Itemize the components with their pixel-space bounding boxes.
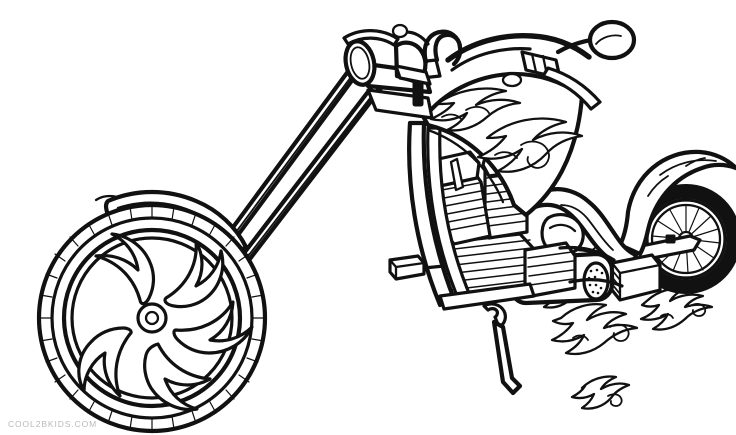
front-rim-inner [70,236,234,400]
kickstand [482,302,523,396]
battery-box [610,253,662,302]
frame-bottom-rail [438,282,536,311]
tank-flames [429,87,584,173]
tank-cap [501,72,523,88]
frame [407,120,624,311]
brake-lever [541,66,602,111]
front-wheel [36,202,268,434]
mirror-left [391,23,409,39]
rear-fender [617,149,736,257]
headlight-bracket [394,64,432,86]
front-rim [61,227,243,409]
flame-spokes [77,232,254,412]
pushrod-tube-3 [449,157,465,192]
front-tire-tread [38,204,266,432]
axle-block [665,234,676,244]
headlight-visor [342,29,400,47]
headlight [342,29,432,87]
watermark: COOL2BKIDS.COM [8,419,98,429]
mirror [587,19,637,61]
frame-downtube [407,120,457,308]
fuel-tank [421,71,585,218]
foot-peg [388,254,446,281]
handlebars [391,19,637,111]
